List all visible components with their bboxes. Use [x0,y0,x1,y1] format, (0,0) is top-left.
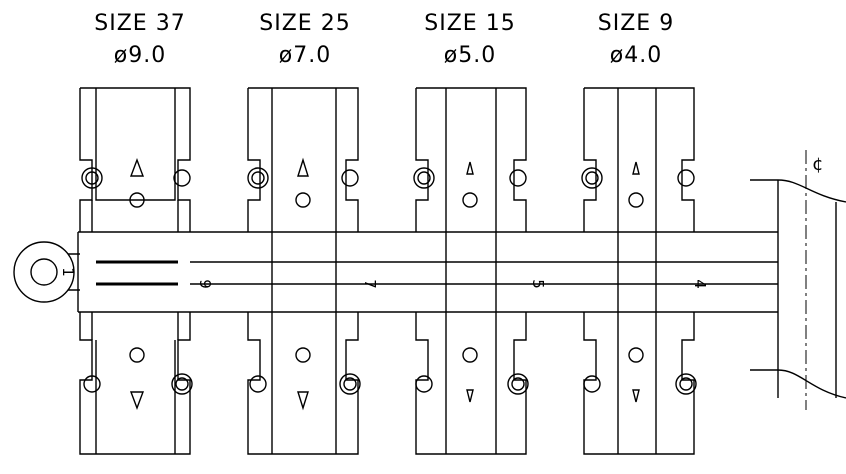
stamp-7: 7 [361,279,379,289]
mold-block-size-9: 4 [581,87,709,455]
flow-arrow-up-icon [466,161,474,175]
diameter-label-9: ø9.0 [114,43,166,68]
flow-arrow-down-icon [632,389,640,403]
mold-block-size-25: 7 [247,87,379,455]
size-label-25: SIZE 25 [259,11,350,36]
flow-arrow-up-icon [632,161,640,175]
diameter-label-7: ø7.0 [279,43,331,68]
runner-bar [77,231,778,313]
ring-tab: 1 [13,241,80,303]
sprue-shaft: ¢ [750,150,846,410]
size-label-37: SIZE 37 [94,11,185,36]
centerline-symbol: ¢ [812,154,823,175]
mold-block-size-37: 9 [79,87,214,455]
stamp-5: 5 [529,279,547,289]
ring-mark: 1 [59,267,77,277]
size-label-15: SIZE 15 [424,11,515,36]
mold-block-size-15: 5 [413,87,547,455]
flow-arrow-down-icon [129,391,145,410]
stamp-4: 4 [691,279,709,289]
size-label-9: SIZE 9 [598,11,674,36]
flow-arrow-up-icon [297,157,309,177]
stamp-9: 9 [196,279,214,289]
diameter-label-4: ø4.0 [610,43,662,68]
flow-arrow-down-icon [297,391,309,411]
flow-arrow-up-icon [129,158,145,177]
flow-arrow-down-icon [466,389,474,403]
diameter-label-5: ø5.0 [444,43,496,68]
